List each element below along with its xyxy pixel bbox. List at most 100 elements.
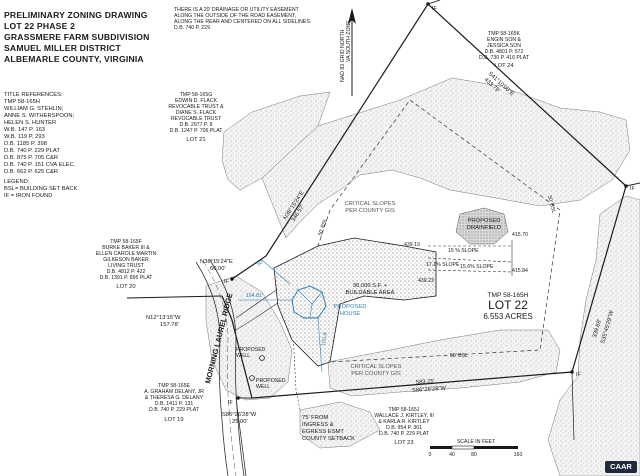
owner-lot-24-line-5: D.B. 730 P. 416 PLAT (479, 55, 530, 61)
critical-slopes-lower-ridge (299, 401, 381, 449)
title-ref-line-12: D.B. 662 P. 625 C&R (4, 169, 58, 175)
owner-lot-24-line-3: JESSICA SON (487, 43, 521, 49)
critical-slopes-label-north-2: PER COUNTY GIS (345, 208, 395, 214)
owner-lot-24: TMP 58-165K ENGIN SON & JESSICA SON D.B.… (479, 31, 530, 69)
owner-lot-23: TMP 58-165J WALLACE J. KIRTLEY, III & KA… (374, 407, 434, 446)
owner-lot-21: TMP 58-165G EDWIN D. FLACK REVOCABLE TRU… (168, 92, 224, 143)
adjoining-lot-line-southeast (571, 371, 575, 441)
owner-lot-20: TMP 58-165F BURKE BAKER III & ELLEN CARO… (96, 239, 157, 290)
proposed-house-label-2: HOUSE (340, 311, 361, 317)
north-arrow: NAD 83 GRID NORTH VA SOUTH ZONE (340, 8, 356, 96)
proposed-well-2-label-1: PROPOSED (256, 378, 286, 384)
proposed-drainfield-label-2: DRAINFIELD (467, 225, 501, 231)
distance-front-mid: 157.78' (160, 322, 179, 328)
title-line-2: LOT 22 PHASE 2 (4, 21, 75, 31)
owner-lot-21-line-3: REVOCABLE TRUST & (168, 104, 224, 110)
title-ref-line-1: TITLE REFERENCES: (4, 92, 63, 98)
north-arrow-head (348, 8, 356, 24)
owner-lot-23-line-2: WALLACE J. KIRTLEY, III (374, 413, 434, 419)
title-line-3: GRASSMERE FARM SUBDIVISION (4, 32, 150, 42)
critical-slopes-south (327, 329, 561, 397)
legend-if: IF = IRON FOUND (4, 193, 52, 199)
title-ref-line-6: W.B. 147 P. 163 (4, 127, 45, 133)
ingress-note-line-4: COUNTY SETBACK (302, 436, 355, 442)
iron-found-label-north: IF (432, 6, 437, 12)
slope-label-15-6: 15.6% SLOPE (460, 264, 494, 270)
title-ref-line-3: WILLIAM G. STEHLIN; (4, 106, 64, 112)
dim-label-164: 164.81' (246, 293, 263, 299)
house-dimensions: 50' 164.81' 105.4' PROPOSED HOUSE (246, 259, 366, 346)
road-edge-east (209, 259, 245, 476)
owner-lot-19-line-4: D.B. 1411 P. 131 (155, 401, 194, 407)
adjoining-lot-line-south (235, 397, 247, 476)
owner-lot-24-line-4: D.B. 4801 P. 572 (485, 49, 524, 55)
iron-found-label-west: IF (224, 279, 229, 285)
iron-found-markers (230, 2, 628, 400)
owner-lot-21-lot: LOT 21 (186, 137, 205, 143)
distance-south-line: 583.25' (416, 379, 435, 386)
iron-found-label-southeast: IF (576, 372, 581, 378)
building-setback-lines (291, 99, 561, 411)
north-arrow-label-2: VA SOUTH ZONE (346, 20, 352, 62)
easement-note-line-2: ALONG THE OUTSIDE OF THE ROAD EASEMENT, (174, 13, 296, 19)
proposed-drainfield-label-1: PROPOSED (468, 218, 501, 224)
bsl-line (299, 99, 561, 363)
scale-title: SCALE IN FEET (457, 439, 496, 445)
buildable-area-label-1: 30,000 S.F. + (353, 283, 388, 289)
bearing-front-north: N38°15'24"E (200, 259, 233, 265)
scale-tick-80: 80 (471, 452, 477, 458)
title-line-1: PRELIMINARY ZONING DRAWING (4, 10, 148, 20)
owner-lot-23-line-5: D.B. 740 P. 229 PLAT (379, 431, 430, 437)
critical-slopes-label-south-1: CRITICAL SLOPES (350, 364, 401, 370)
legend-bsl: BSL= BUILDING SET BACK (4, 186, 78, 192)
title-ref-line-5: HELEN S. HUNTER (4, 120, 56, 126)
owner-lot-19-line-5: D.B. 740 P. 229 PLAT (149, 407, 200, 413)
road-centerline (202, 260, 237, 476)
owner-lot-23-line-4: D.B. 954 P. 361 (386, 425, 422, 431)
title-block: PRELIMINARY ZONING DRAWING LOT 22 PHASE … (4, 10, 150, 64)
drainfield-steep-area (455, 207, 509, 245)
owner-lot-21-line-1: TMP 58-165G (180, 92, 213, 98)
iron-found-west (230, 277, 234, 281)
dim-label-105: 105.4' (321, 332, 329, 347)
legend: LEGEND: BSL= BUILDING SET BACK IF = IRON… (4, 179, 78, 199)
adjoining-lot-line-north (427, 0, 441, 5)
legend-title: LEGEND: (4, 179, 30, 185)
house-footprint (291, 285, 327, 319)
bsl-label-south: 50' BSL (450, 353, 468, 359)
easement-note-line-1: THERE IS A 20' DRAINAGE OR UTILITY EASEM… (174, 7, 300, 13)
owner-lot-21-line-5: REVOCABLE TRUST (171, 116, 222, 122)
subject-lot-number: LOT 22 (488, 298, 528, 312)
proposed-well-1-label-1: PROPOSED (236, 347, 266, 353)
owner-lot-20-lot: LOT 20 (116, 284, 135, 290)
iron-found-label-east: IF (630, 186, 635, 192)
owner-lot-21-line-2: EDWIN D. FLACK (175, 98, 218, 104)
caar-badge-label: CAAR (610, 462, 632, 471)
iron-found-southeast (570, 370, 574, 374)
ingress-note-line-3: EGRESS ESMT (302, 429, 344, 435)
spot-elevation-439-23: 439.23 (418, 278, 434, 284)
ingress-note-line-1: 75' FROM (302, 415, 328, 421)
slope-label-17-1: 17.1% SLOPE (426, 262, 460, 268)
owner-lot-20-line-1: TMP 58-165F (110, 239, 142, 245)
distance-east-line: 339.69' (592, 319, 603, 339)
iron-found-north (426, 2, 430, 6)
proposed-well-1-marker (259, 355, 265, 361)
owner-lot-23-lot: LOT 23 (394, 440, 413, 446)
iron-found-east (624, 184, 628, 188)
subject-lot-tmp: TMP 58-165H (488, 292, 529, 299)
adjoining-lot-line-east (625, 182, 640, 187)
proposed-drainfield (427, 240, 513, 276)
distance-front-south: 25.00' (232, 419, 248, 425)
owner-lot-20-line-2: BURKE BAKER III & (102, 245, 150, 251)
critical-slopes-north (261, 77, 631, 239)
title-references: TITLE REFERENCES: TMP 58-165H WILLIAM G.… (4, 92, 76, 175)
scale-tick-0: 0 (429, 452, 432, 458)
adjoining-lot-line-west (126, 295, 223, 299)
title-ref-line-2: TMP 58-165H (4, 99, 40, 105)
title-ref-line-4: ANNE S. WITHERSPOON; (4, 113, 75, 119)
dim-label-50: 50' (256, 259, 265, 268)
spot-elevation-415-84: 415.84 (512, 268, 528, 274)
drainfield-line-3 (427, 269, 513, 273)
